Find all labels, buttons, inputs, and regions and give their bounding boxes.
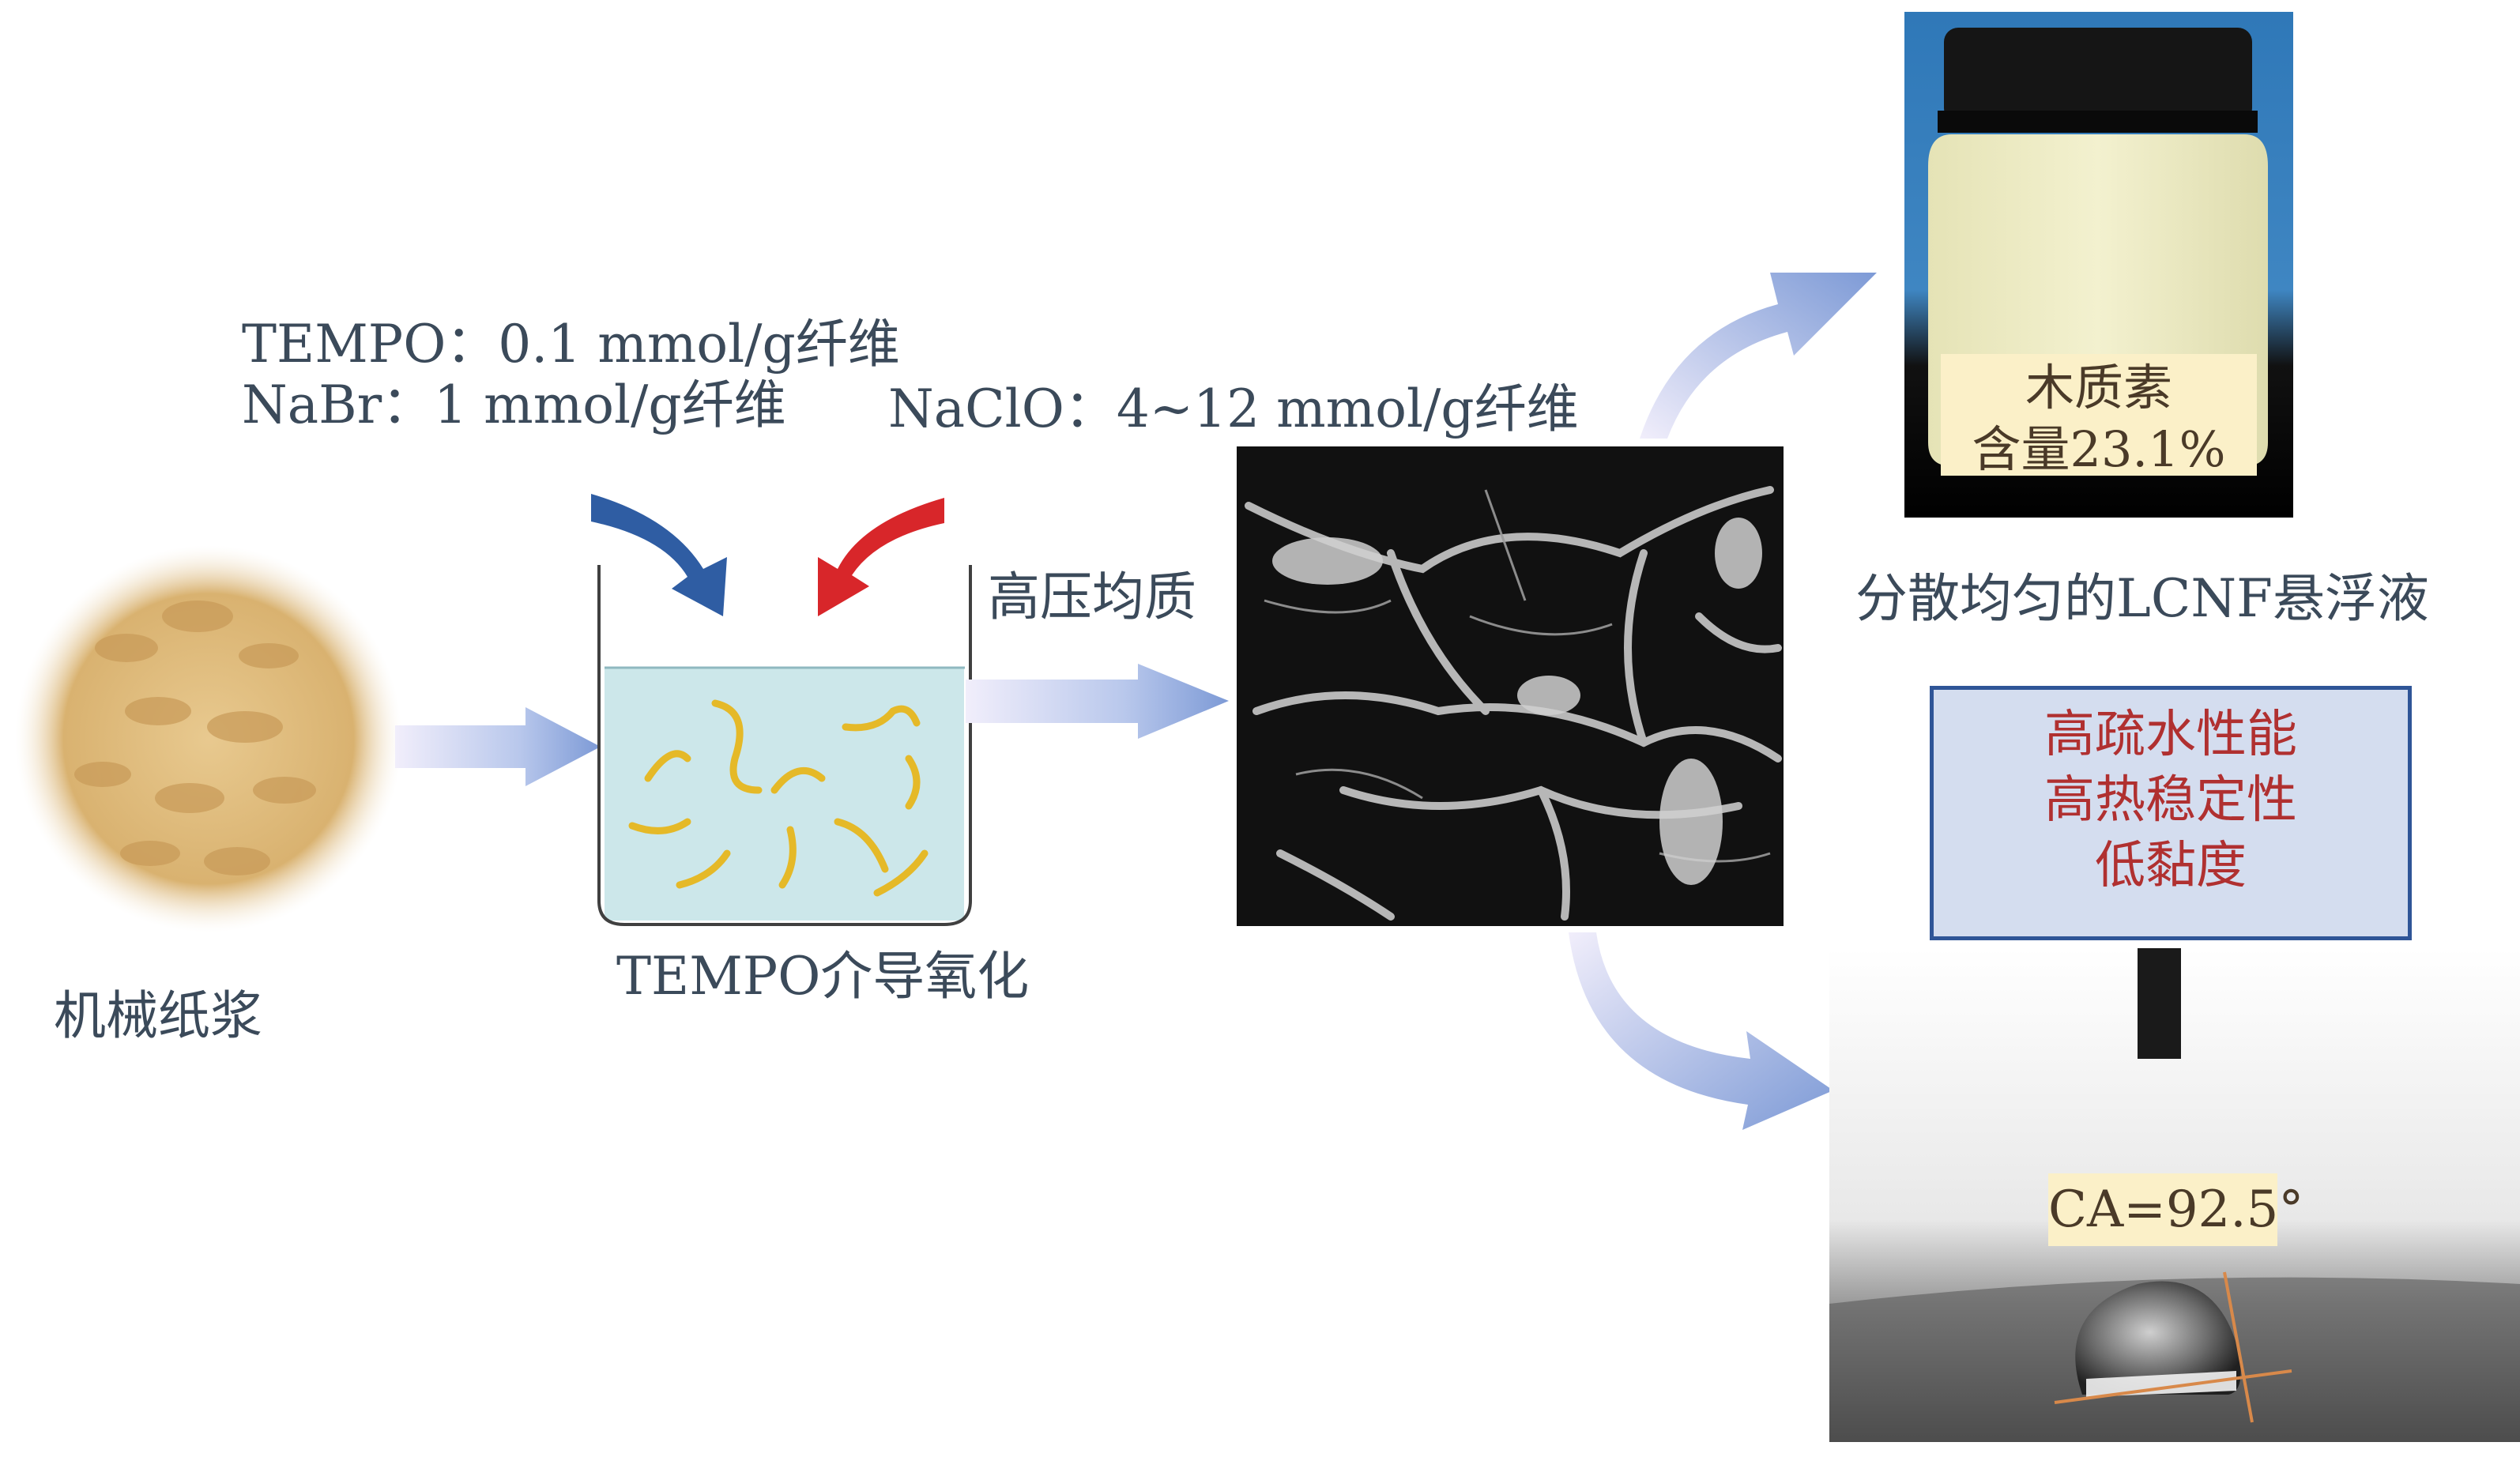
lignin-content-tag: 木质素 含量23.1% <box>1941 354 2257 478</box>
properties-box: 高疏水性能 高热稳定性 低黏度 <box>1930 686 2412 940</box>
lignin-tag-line1: 木质素 <box>2025 359 2172 416</box>
suspension-label: 分散均匀的LCNF悬浮液 <box>1855 568 2429 629</box>
arrow-beaker-to-sem <box>966 664 1229 739</box>
pulp-image <box>15 545 402 932</box>
homogenize-label: 高压均质 <box>988 567 1196 627</box>
arrow-sem-to-jar <box>1640 273 1877 439</box>
arrow-naclo <box>818 498 944 616</box>
reagent-naclo: NaClO：4~12 mmol/g纤维 <box>888 378 1579 439</box>
arrow-tempo-nabr <box>591 494 727 616</box>
sem-image <box>1237 446 1784 926</box>
property-low-viscosity: 低黏度 <box>2095 837 2247 896</box>
arrow-pulp-to-beaker <box>395 707 601 786</box>
property-hydrophobic: 高疏水性能 <box>2044 706 2297 764</box>
pulp-label: 机械纸浆 <box>54 985 262 1046</box>
property-thermal-stability: 高热稳定性 <box>2044 771 2297 830</box>
beaker <box>597 565 972 926</box>
oxidation-label: TEMPO介导氧化 <box>616 946 1030 1007</box>
reagent-nabr: NaBr：1 mmol/g纤维 <box>242 375 786 435</box>
arrow-sem-to-contact-angle <box>1569 932 1833 1130</box>
reagent-tempo: TEMPO：0.1 mmol/g纤维 <box>242 314 900 375</box>
contact-angle-label: CA=92.5° <box>2048 1173 2303 1246</box>
lignin-tag-line2: 含量23.1% <box>1972 420 2226 478</box>
